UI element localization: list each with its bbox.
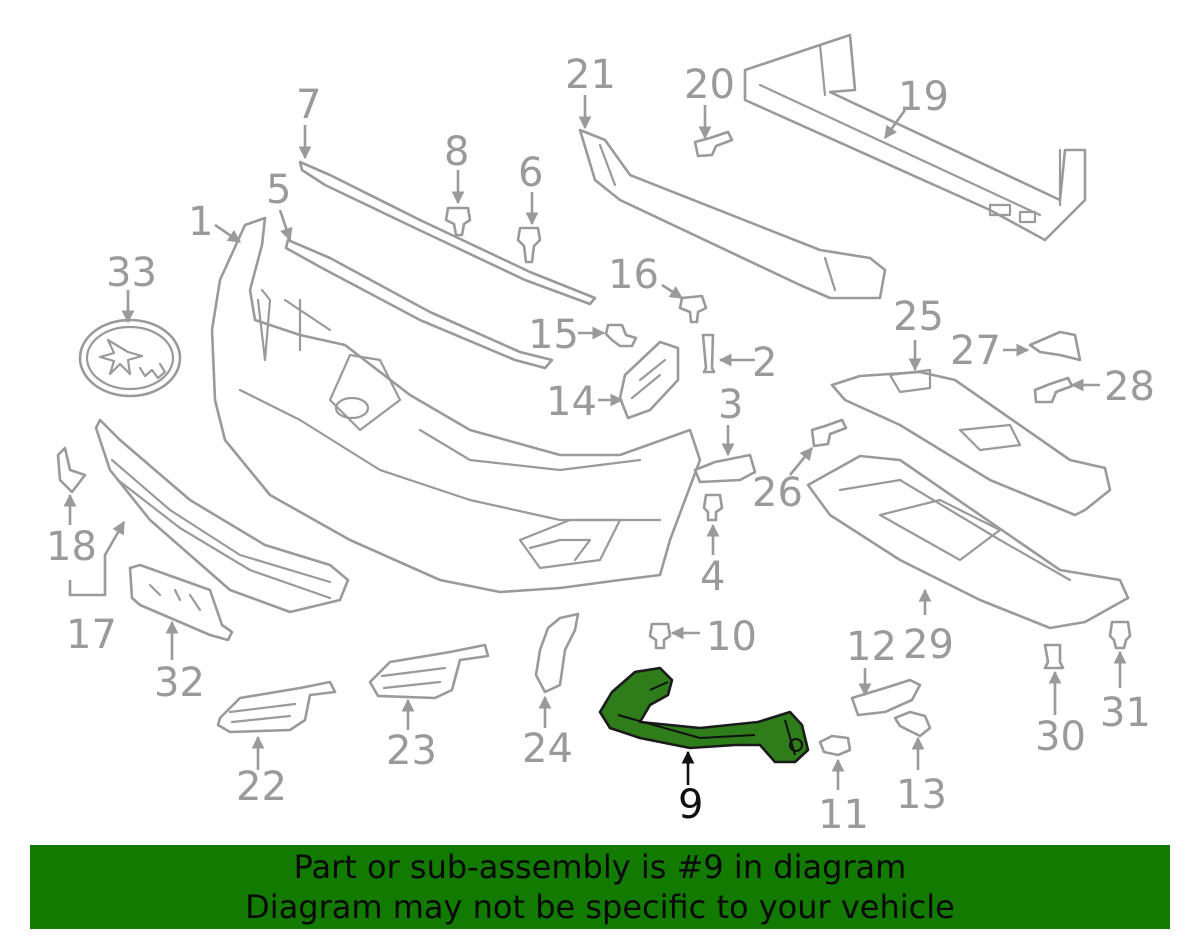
part-33-emblem — [78, 318, 182, 398]
part-22-fog-cover — [216, 680, 337, 734]
part-27-bracket — [1028, 330, 1082, 362]
callout-18: 18 — [46, 524, 97, 570]
part-14-bracket — [618, 340, 680, 420]
part-26-bolt-icon — [810, 418, 848, 448]
part-19-reinforcement-beam — [743, 33, 1087, 242]
callout-7: 7 — [296, 82, 321, 128]
callout-26: 26 — [752, 470, 803, 516]
callout-6: 6 — [518, 150, 543, 196]
banner-line-part-number: Part or sub-assembly is #9 in diagram — [293, 848, 907, 886]
part-16-clip-icon — [678, 294, 708, 324]
part-25-upper-undercover — [830, 368, 1112, 517]
part-5-lower-strip — [284, 238, 554, 370]
callout-8: 8 — [444, 129, 469, 175]
part-2-pin-icon — [701, 333, 716, 374]
part-17-grille — [94, 418, 350, 614]
callout-25: 25 — [893, 294, 944, 340]
callout-1: 1 — [188, 199, 213, 245]
banner-line-disclaimer: Diagram may not be specific to your vehi… — [245, 888, 955, 926]
part-10-bolt-icon — [648, 622, 672, 650]
callout-19: 19 — [898, 74, 949, 120]
part-23-fog-cover — [368, 643, 490, 700]
callout-13: 13 — [896, 772, 947, 818]
part-3-bracket — [693, 453, 757, 484]
callout-2: 2 — [752, 340, 777, 386]
part-24-side-bracket — [534, 612, 580, 694]
part-13-clip-icon — [893, 710, 932, 738]
callout-24: 24 — [522, 726, 573, 772]
part-31-clip-icon — [1108, 620, 1132, 650]
part-28-bolt-icon — [1033, 376, 1074, 404]
callout-12: 12 — [846, 624, 897, 670]
part-20-bolt-icon — [693, 130, 734, 158]
fasteners — [444, 130, 1132, 757]
part-9-bracket-highlighted — [598, 666, 810, 764]
info-banner: Part or sub-assembly is #9 in diagram Di… — [30, 845, 1170, 929]
exploded-parts-diagram: 1 2 3 4 5 6 7 8 9 10 11 12 13 14 15 16 1… — [46, 33, 1155, 838]
callout-16: 16 — [608, 252, 659, 298]
part-4-bolt-icon — [702, 493, 724, 522]
callout-31: 31 — [1100, 690, 1151, 736]
callout-32: 32 — [154, 660, 205, 706]
callout-3: 3 — [718, 382, 743, 428]
callout-33: 33 — [106, 250, 157, 296]
part-18-bracket — [56, 446, 87, 494]
part-15-clip-icon — [604, 323, 638, 348]
part-6-bolt-icon — [516, 226, 542, 264]
callout-5: 5 — [266, 167, 291, 213]
part-21-energy-absorber — [578, 128, 887, 300]
callout-15: 15 — [528, 312, 579, 358]
callout-9-highlighted: 9 — [678, 782, 703, 828]
callout-4: 4 — [700, 554, 725, 600]
part-12-bracket — [850, 678, 922, 717]
callout-14: 14 — [546, 379, 597, 425]
callout-29: 29 — [903, 622, 954, 668]
callout-22: 22 — [236, 764, 287, 810]
callout-27: 27 — [950, 328, 1001, 374]
callout-20: 20 — [684, 62, 735, 108]
part-29-lower-undercover — [806, 454, 1130, 630]
leader-lines — [63, 95, 1127, 790]
callout-30: 30 — [1035, 714, 1086, 760]
callout-17: 17 — [66, 612, 117, 658]
callout-numbers: 1 2 3 4 5 6 7 8 9 10 11 12 13 14 15 16 1… — [46, 52, 1155, 838]
part-1-bumper-cover — [210, 216, 702, 594]
part-32-license-bracket — [128, 563, 234, 642]
callout-11: 11 — [818, 792, 869, 838]
part-11-bolt-icon — [818, 734, 852, 757]
callout-21: 21 — [565, 52, 616, 98]
callout-23: 23 — [386, 728, 437, 774]
callout-28: 28 — [1104, 364, 1155, 410]
part-8-clip-icon — [444, 206, 472, 237]
part-30-bolt-icon — [1043, 643, 1065, 670]
part-7-upper-strip — [298, 160, 597, 306]
callout-10: 10 — [706, 614, 757, 660]
